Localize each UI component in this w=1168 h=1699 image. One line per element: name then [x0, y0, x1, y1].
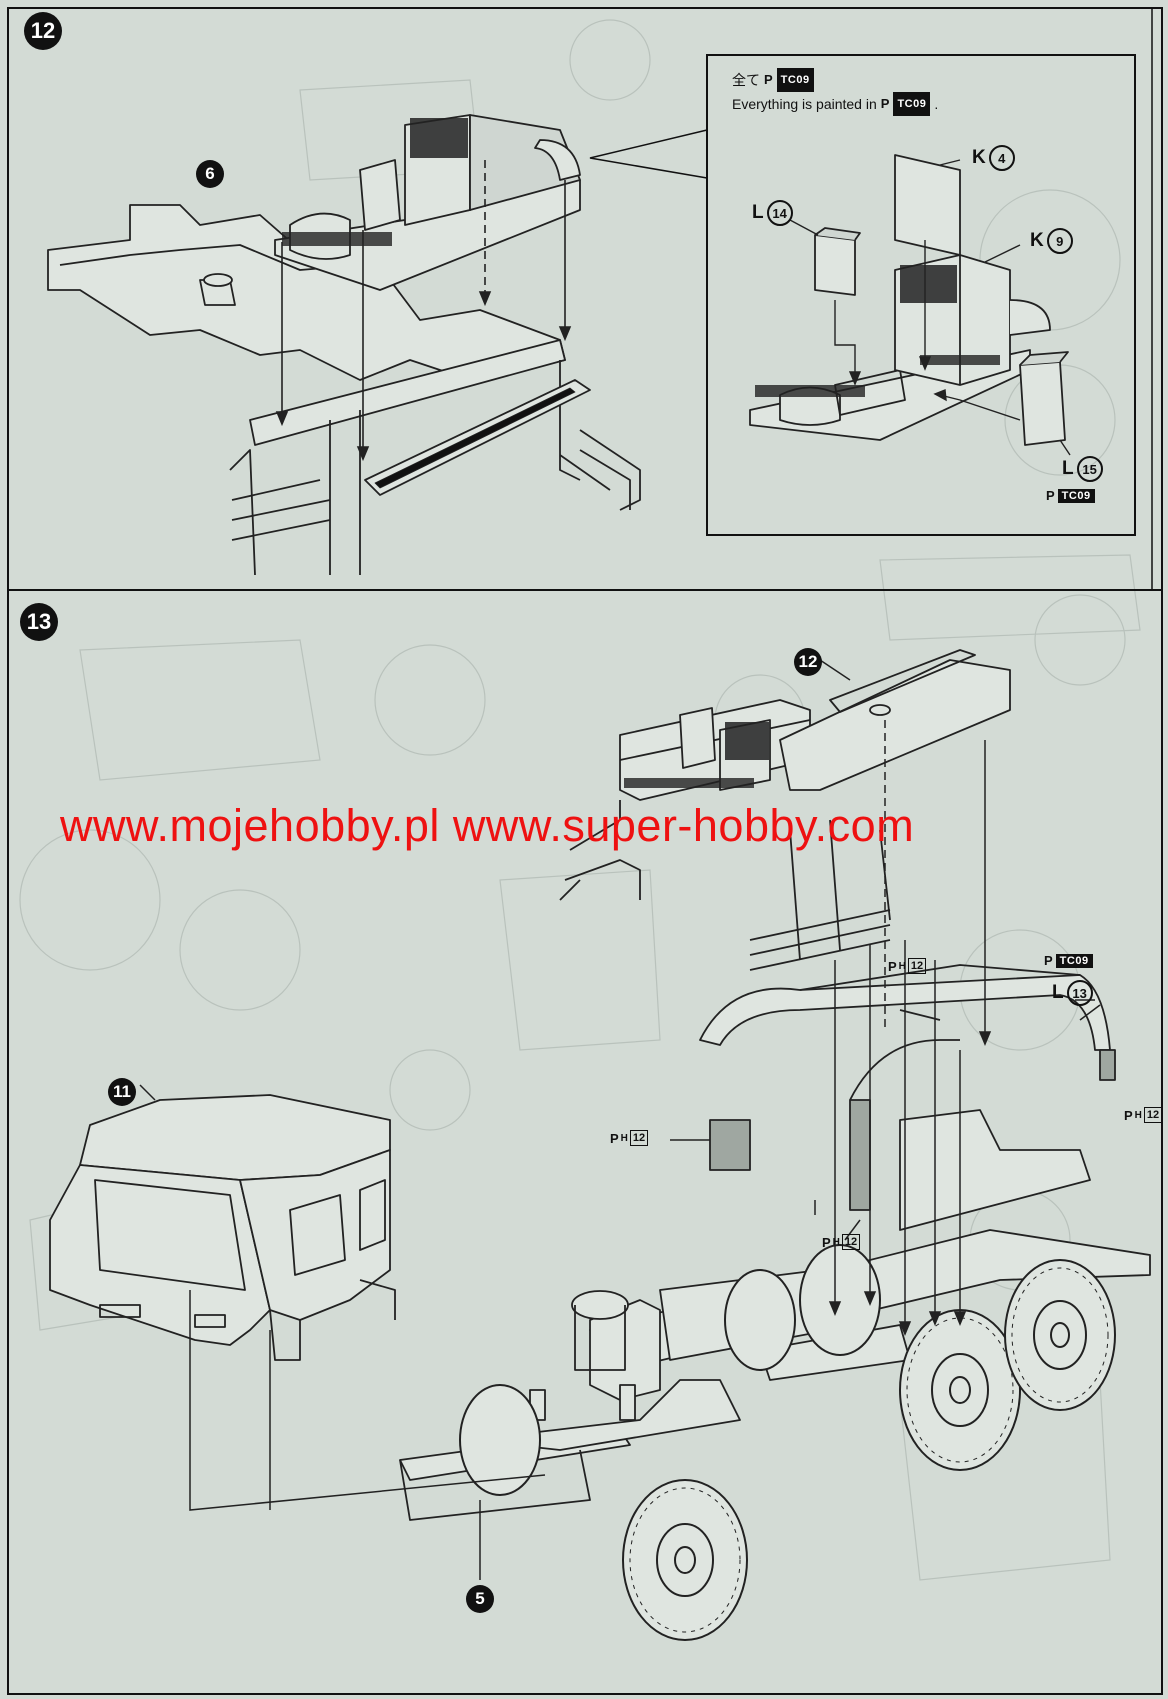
paint-code-badge: TC09 — [1055, 953, 1093, 968]
part-label-l14: L 14 — [752, 200, 793, 226]
step-12-number: 12 — [24, 12, 62, 50]
detail-inset-box — [706, 54, 1136, 536]
ph-number: 12 — [907, 958, 927, 974]
part-letter: L — [752, 202, 764, 223]
callout-sub-assembly-12: 12 — [794, 648, 822, 676]
part-letter: L — [1062, 458, 1074, 479]
fender-assembly — [699, 964, 1116, 1211]
part-label-l13: L 13 — [1052, 980, 1093, 1006]
part-letter: K — [1030, 230, 1044, 251]
ph-symbol: P — [1124, 1107, 1133, 1123]
part-label-l15: L 15 — [1062, 456, 1103, 482]
ph-symbol: P — [610, 1130, 619, 1146]
ph-symbol: P — [822, 1234, 831, 1250]
ph-sub: H — [1134, 1109, 1142, 1121]
part-number: 14 — [766, 200, 793, 226]
ph-sub: H — [832, 1236, 840, 1248]
paint-label-l13: P TC09 — [1044, 953, 1093, 968]
paint-note: 全て P TC09 Everything is painted in P TC0… — [732, 68, 938, 116]
paint-note-jp-text: 全て — [732, 72, 760, 88]
ph-number: 12 — [629, 1130, 649, 1146]
inset-grid-texture — [755, 265, 1000, 397]
ph-number: 12 — [841, 1234, 861, 1250]
step-13-number: 13 — [20, 603, 58, 641]
callout-sub-assembly-11: 11 — [108, 1078, 136, 1106]
callout-sub-assembly-6: 6 — [196, 160, 224, 188]
paint-code-badge: TC09 — [776, 68, 814, 92]
part-number: 9 — [1046, 228, 1073, 254]
paint-label-l15: P TC09 — [1046, 488, 1095, 503]
part-letter: L — [1052, 982, 1064, 1003]
tire-tread-texture — [629, 1267, 1109, 1633]
ph-sub: H — [898, 960, 906, 972]
part-letter: K — [972, 147, 986, 168]
cab-drawing — [49, 1094, 396, 1361]
panel-borders — [7, 7, 1163, 1695]
part-number: 4 — [988, 145, 1015, 171]
step13-guide-lines — [139, 659, 1101, 1580]
part-number: 13 — [1066, 980, 1093, 1006]
step12-grid-texture — [282, 118, 468, 246]
paint-note-en-row: Everything is painted in P TC09 . — [732, 92, 938, 116]
tires — [459, 1244, 1116, 1641]
callout-sub-assembly-5: 5 — [466, 1585, 494, 1613]
watermark-text: www.mojehobby.pl www.super-hobby.com — [60, 800, 915, 851]
paint-symbol: P — [1046, 488, 1055, 503]
part-number: 15 — [1076, 456, 1103, 482]
part-label-k9: K 9 — [1030, 228, 1073, 254]
paint-code-badge: TC09 — [893, 92, 931, 116]
ph-number: 12 — [1143, 1107, 1163, 1123]
paint-note-en-text: Everything is painted in — [732, 96, 877, 112]
ph-symbol: P — [888, 958, 897, 974]
paint-symbol: P — [764, 72, 773, 87]
paint-note-en-suffix: . — [934, 96, 939, 112]
background-ghost-lines — [19, 19, 1141, 1581]
part-label-k4: K 4 — [972, 145, 1015, 171]
paint-note-jp-row: 全て P TC09 — [732, 68, 938, 92]
step12-arrows — [275, 160, 572, 462]
inset-leaders — [789, 159, 1071, 456]
step13-frame-grid — [624, 722, 769, 788]
ph-sub: H — [620, 1132, 628, 1144]
inset-pointer — [589, 129, 708, 179]
paint-code-badge: TC09 — [1057, 488, 1095, 503]
step12-frame-drawing — [47, 114, 641, 576]
paint-symbol: P — [1044, 953, 1053, 968]
paint-symbol: P — [880, 96, 890, 111]
